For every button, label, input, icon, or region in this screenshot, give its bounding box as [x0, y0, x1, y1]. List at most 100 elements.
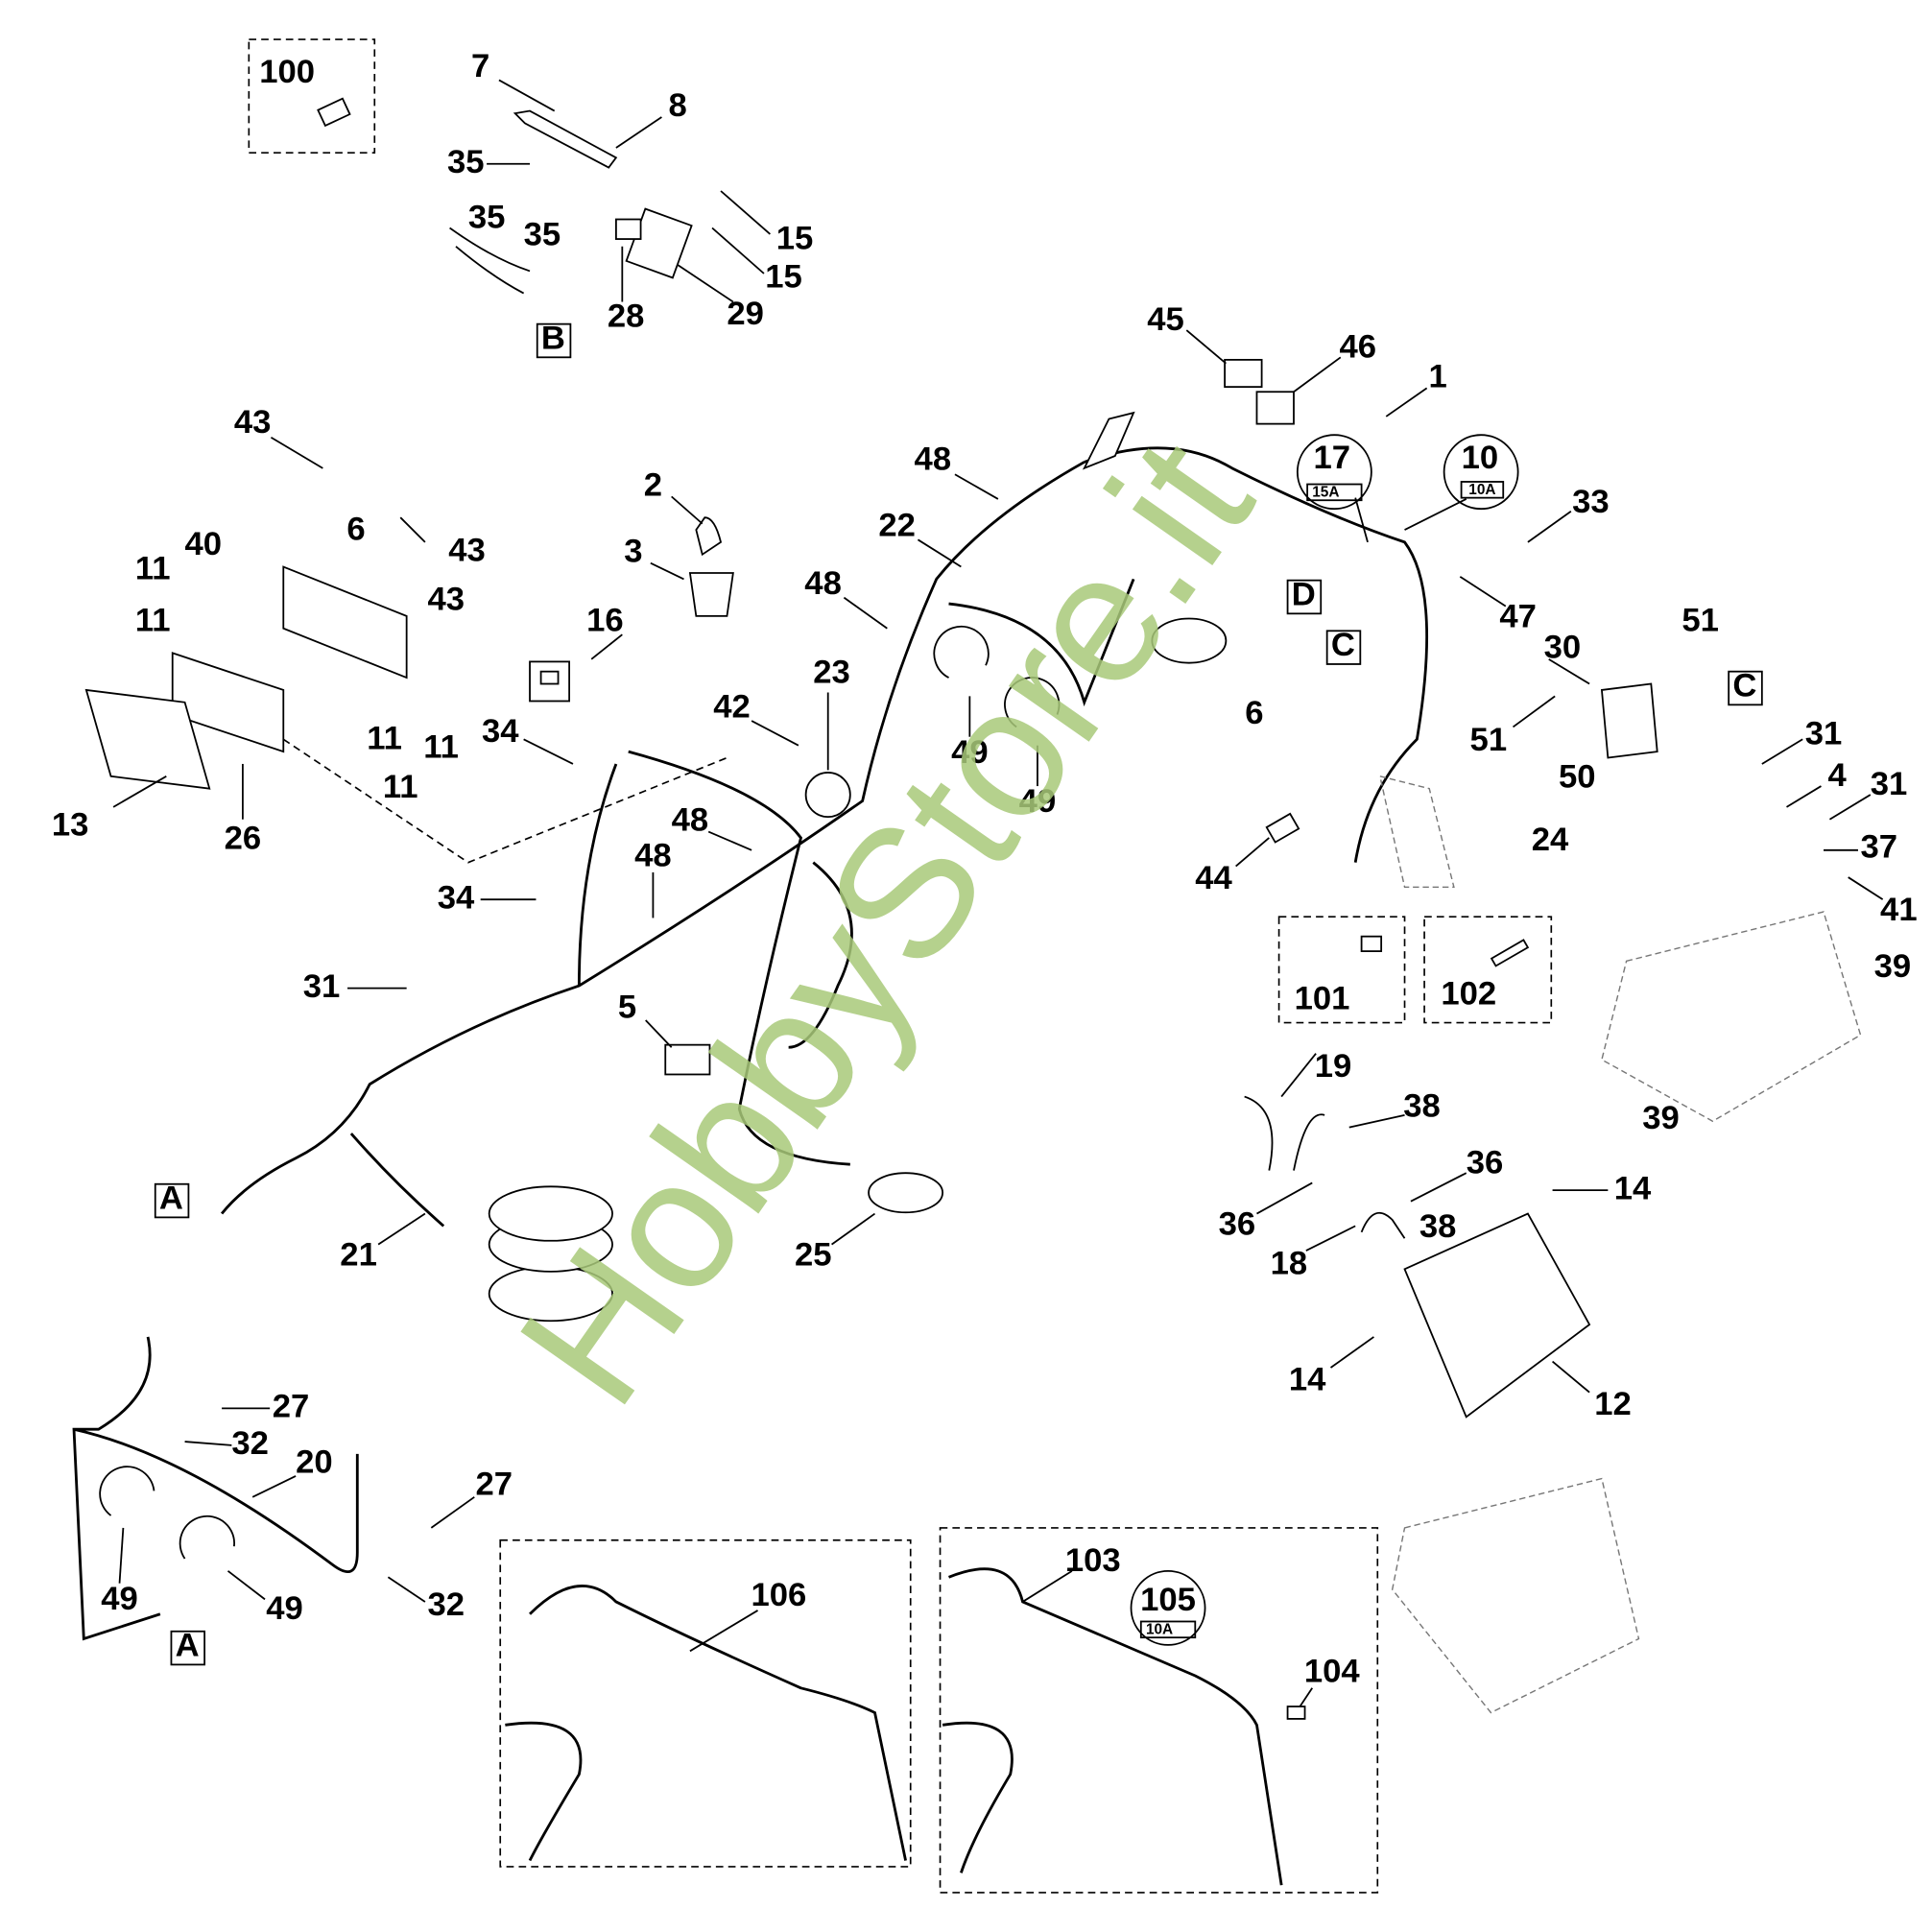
- leader-line: [1385, 387, 1428, 417]
- leader-line: [1404, 498, 1467, 531]
- part-45-relay: [1224, 358, 1263, 389]
- callout-label: 32: [231, 1425, 269, 1462]
- callout-label: 43: [448, 532, 486, 568]
- callout-label: 27: [273, 1389, 310, 1425]
- part-19-cable: [1244, 1095, 1325, 1171]
- watermark: HobbyStore.it: [479, 404, 1290, 1440]
- leader-line: [498, 79, 556, 112]
- callout-label: A: [159, 1181, 183, 1217]
- part-102: [1490, 939, 1530, 967]
- leader-line: [399, 516, 426, 543]
- callout-label: 5: [618, 990, 636, 1026]
- harness-103-branch: [942, 1721, 1014, 1873]
- callout-label: 24: [1532, 822, 1569, 858]
- leader-line: [1459, 576, 1507, 608]
- callout-label: 48: [672, 801, 709, 838]
- harness-106-branch: [505, 1721, 583, 1862]
- callout-label: 35: [447, 144, 485, 180]
- part-drawings: [72, 97, 1862, 1886]
- callout-label: 49: [266, 1590, 303, 1627]
- callout-label: 47: [1499, 599, 1537, 635]
- leader-line: [1761, 738, 1803, 765]
- callout-label: 31: [303, 968, 341, 1005]
- callout-label: 11: [383, 769, 418, 805]
- callout-label: 19: [1315, 1048, 1352, 1085]
- callout-label: C: [1732, 668, 1756, 704]
- leader-line: [1185, 329, 1227, 365]
- harness-22-upper: [1084, 446, 1429, 863]
- ref-box-a: [154, 1182, 190, 1219]
- ref-box-b: [536, 322, 572, 359]
- part-3-ignition: [688, 572, 734, 617]
- leader-line: [1354, 497, 1369, 543]
- leader-line: [1329, 1336, 1374, 1369]
- battery-tray-ghost: [1601, 911, 1862, 1123]
- part-46-relay: [1255, 391, 1295, 425]
- callout-label: 42: [713, 688, 751, 725]
- callout-label: 50: [1559, 759, 1596, 796]
- leader-line: [645, 1019, 673, 1048]
- harness-103: [948, 1567, 1283, 1886]
- leader-line: [1527, 511, 1572, 543]
- leader-line: [1828, 794, 1872, 821]
- leader-line: [1848, 876, 1884, 900]
- ref-box-d: [1286, 579, 1323, 615]
- callout-label: 16: [586, 602, 624, 638]
- callout-label: B: [541, 320, 565, 356]
- callout-label: 20: [296, 1443, 333, 1480]
- callout-label: 100: [259, 54, 315, 90]
- ref-box-c: [1325, 630, 1362, 665]
- fuse-rating-10: 10A: [1468, 482, 1495, 498]
- ref-box-c: [1728, 670, 1763, 706]
- callout-label: 10: [1462, 440, 1499, 476]
- leader-line: [1786, 785, 1822, 808]
- harness-22-main: [220, 461, 1085, 1215]
- leader-line: [1305, 1225, 1356, 1252]
- callout-label: 35: [468, 200, 506, 236]
- harness-22-loop: [948, 578, 1135, 707]
- callout-label: D: [1292, 577, 1316, 613]
- part-harness-clip: [1082, 411, 1135, 470]
- leader-line: [615, 116, 662, 149]
- fuse-balloon-10: [1443, 434, 1519, 511]
- callout-label: 106: [751, 1577, 806, 1613]
- leader-line: [917, 538, 962, 568]
- callout-label: 31: [1805, 716, 1843, 752]
- callout-label: 18: [1271, 1246, 1308, 1282]
- leader-line: [118, 1527, 125, 1584]
- leader-line: [711, 227, 765, 274]
- callout-label: 14: [1614, 1170, 1652, 1206]
- callout-label: 49: [951, 734, 989, 771]
- callout-label: 13: [52, 807, 89, 844]
- part-49-tie: [933, 625, 990, 679]
- leader-line: [751, 720, 799, 747]
- fuse-badge-box-105: [1139, 1620, 1197, 1639]
- callout-label: C: [1331, 627, 1355, 663]
- part-13-cover: [84, 688, 211, 790]
- callout-label: A: [176, 1628, 200, 1664]
- leader-line: [430, 1496, 475, 1529]
- fuse-badge-box-10: [1460, 481, 1505, 499]
- callout-label: 11: [423, 729, 459, 766]
- leader-line: [671, 495, 704, 525]
- part-28-connector: [615, 218, 642, 240]
- leader-line: [1293, 356, 1342, 393]
- leader-line: [1552, 1360, 1590, 1394]
- callout-label: 39: [1642, 1100, 1680, 1136]
- part-49-tie: [179, 1515, 235, 1560]
- battery-tray-ghost-2: [1391, 1477, 1640, 1714]
- kit-box-100: [248, 38, 376, 155]
- part-26-board: [171, 652, 285, 753]
- kit-box-102: [1423, 916, 1553, 1024]
- part-16-icon: [539, 670, 560, 685]
- part-49-tie: [1004, 677, 1061, 728]
- leader-line: [689, 1610, 758, 1653]
- part-101: [1360, 935, 1383, 952]
- part-sensor: [1151, 617, 1228, 664]
- callout-label: 38: [1403, 1087, 1441, 1124]
- part-49-tie: [99, 1466, 155, 1516]
- callout-label: 6: [1245, 695, 1263, 731]
- callout-label: 39: [1874, 948, 1912, 985]
